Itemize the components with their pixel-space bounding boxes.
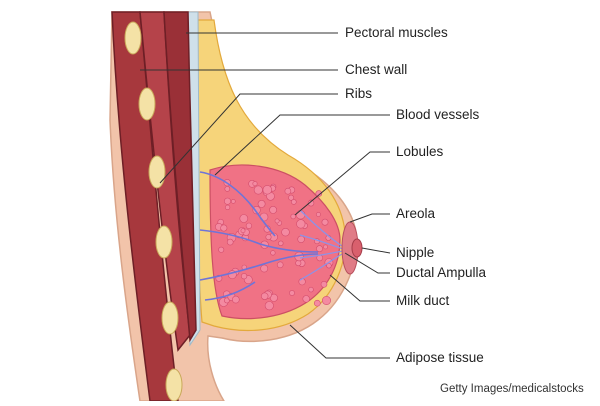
label-adipose-tissue: Adipose tissue (396, 350, 484, 365)
lobule-texture-dot (224, 197, 232, 205)
rib-cross-section (138, 87, 156, 121)
leader-line-ribs (159, 93, 338, 184)
rib-cross-section (155, 225, 173, 259)
lobule-texture-dot (269, 205, 277, 214)
lobule-texture-dot (297, 235, 305, 244)
lobule-texture-dot (225, 204, 231, 210)
leader-line-lobules (294, 151, 390, 216)
milk-duct (299, 234, 344, 250)
lobule-texture-dot (302, 295, 310, 303)
leader-line-areola (349, 213, 390, 223)
lobule-texture-dot (262, 185, 272, 195)
lobule-texture-dot (281, 228, 290, 237)
lobule-texture-dot (316, 245, 323, 253)
lobule-texture-dot (232, 295, 240, 304)
milk-duct (299, 209, 343, 247)
lobule-texture-dot (296, 219, 306, 229)
label-blood-vessels: Blood vessels (396, 107, 480, 122)
lobule-texture-dot (264, 301, 274, 311)
lobule-texture-dot (288, 194, 294, 201)
lobule-texture-dot (252, 181, 258, 187)
label-lobules: Lobules (396, 144, 444, 159)
rib-cross-section (165, 368, 183, 402)
lobule-texture-dot (313, 299, 321, 307)
label-milk-duct: Milk duct (396, 293, 450, 308)
milk-duct (299, 250, 344, 259)
label-nipple: Nipple (396, 245, 435, 260)
lobule-texture-dot (290, 213, 296, 220)
nipple-shape (351, 238, 363, 258)
lobule-texture-dot (320, 280, 328, 288)
duct-group (299, 209, 344, 281)
lobule-texture-dot (274, 218, 280, 224)
lobule-texture-dot (290, 199, 297, 205)
lobule-texture-dot (224, 186, 231, 192)
lobule-texture-dot (308, 286, 314, 293)
lobule-texture-dot (326, 263, 332, 269)
lobule-texture-dot (323, 244, 328, 250)
blood-vessel (204, 281, 256, 301)
lobule-texture-dot (270, 250, 276, 256)
lobule-texture-dot (295, 210, 306, 220)
lobule-texture-dot (321, 218, 329, 226)
milk-duct (299, 253, 343, 281)
lobule-texture-dot (220, 224, 228, 232)
lobule-texture-dot (240, 228, 246, 234)
rib-cross-section (124, 21, 142, 55)
label-areola: Areola (396, 206, 436, 221)
lobule-texture-dot (315, 190, 323, 197)
lobule-texture-dot (284, 187, 292, 195)
leader-line-ampulla (344, 252, 390, 274)
lobule-texture-dot (241, 273, 248, 280)
lobule-texture-dot (261, 292, 269, 300)
lobule-texture-dot (315, 211, 321, 217)
lobule-texture-dot (321, 295, 331, 305)
lobule-texture-dot (253, 185, 263, 195)
lobule-texture-dot (239, 214, 249, 223)
vessel-group (199, 171, 319, 301)
rib-group (124, 21, 183, 402)
leader-lines (140, 32, 391, 359)
rib-cross-section (148, 155, 166, 189)
label-ductal-ampulla: Ductal Ampulla (396, 265, 487, 280)
lobule-texture-dot (278, 240, 284, 247)
lobule-texture-dot (265, 234, 272, 241)
blood-vessel (199, 253, 319, 281)
lobule-texture-dot (257, 199, 266, 208)
lobule-texture-dot (289, 290, 295, 296)
lobule-texture-dot (260, 264, 269, 273)
rib-cross-section (161, 301, 179, 335)
muscle-band-3 (163, 11, 197, 343)
lobule-texture-dot (307, 200, 315, 207)
lobule-texture-dot (226, 238, 234, 246)
lobule-texture-dot (245, 222, 252, 229)
label-pectoral-muscles: Pectoral muscles (345, 25, 448, 40)
leader-line-nipple (361, 247, 391, 254)
lobule-texture-dot (276, 261, 284, 269)
leader-line-blood-vessels (214, 114, 390, 176)
blood-vessel (199, 171, 276, 237)
lobule-texture-dot (218, 246, 225, 253)
leader-line-adipose (289, 324, 390, 359)
lobule-texture-dot (252, 206, 261, 215)
leader-line-milk-duct (329, 274, 390, 302)
lobule-texture-dot (231, 199, 236, 204)
label-ribs: Ribs (345, 86, 373, 101)
image-credit: Getty Images/medicalstocks (440, 383, 584, 395)
blood-vessel (199, 229, 319, 253)
label-chest-wall: Chest wall (345, 62, 408, 77)
lobule-texture-dot (295, 260, 302, 267)
